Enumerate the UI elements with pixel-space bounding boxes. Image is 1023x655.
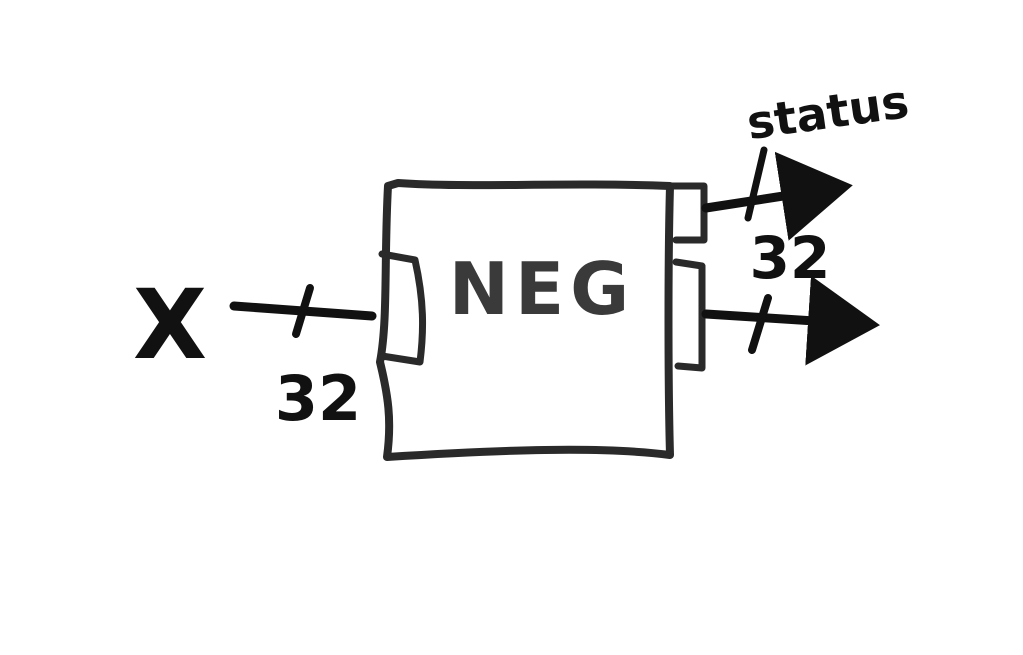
result-bus-slash: [748, 294, 772, 354]
status-label: status: [744, 74, 912, 150]
input-label: X: [133, 269, 207, 381]
input-signal: X 32: [133, 269, 377, 435]
input-width-label: 32: [275, 362, 361, 435]
status-bus-slash: [744, 146, 768, 222]
neg-block-outline: [376, 179, 674, 461]
result-output: 32: [701, 224, 880, 366]
status-port: [668, 182, 708, 244]
result-port: [672, 258, 706, 372]
status-output: status: [701, 74, 912, 241]
status-wire: [701, 151, 853, 241]
input-port: [378, 250, 427, 366]
result-width-label: 32: [750, 224, 831, 292]
result-wire: [701, 275, 880, 366]
block-label: NEG: [449, 247, 636, 331]
neg-block: NEG: [376, 179, 708, 461]
input-bus-slash: [292, 284, 314, 338]
